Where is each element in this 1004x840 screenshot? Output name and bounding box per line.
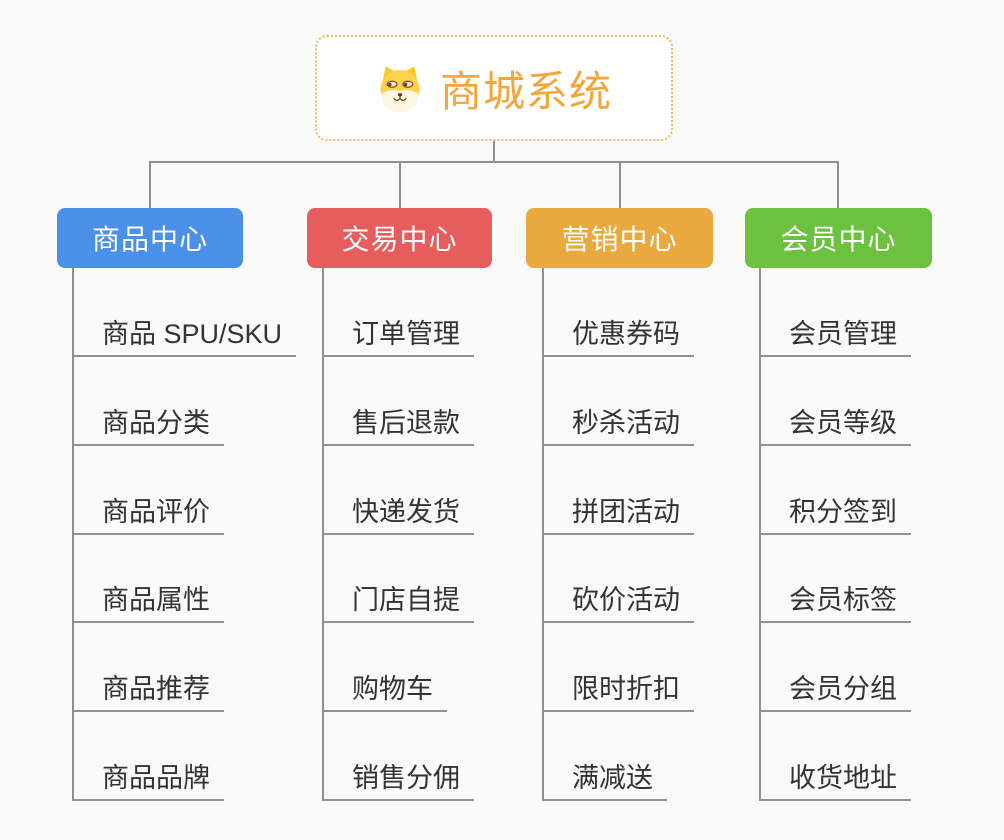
child-node[interactable]: 秒杀活动 <box>542 407 694 446</box>
branch-node-trade-center[interactable]: 交易中心 <box>307 208 492 268</box>
child-node[interactable]: 商品推荐 <box>72 673 224 712</box>
branch-node-member-center[interactable]: 会员中心 <box>745 208 932 268</box>
branch-label: 会员中心 <box>780 224 897 255</box>
child-node[interactable]: 砍价活动 <box>542 584 694 623</box>
branch-label: 交易中心 <box>341 224 458 255</box>
connector-root-stem <box>493 141 495 162</box>
branch-children-trade-center: 订单管理 售后退款 快递发货 门店自提 购物车 销售分佣 <box>322 268 622 808</box>
child-node[interactable]: 商品品牌 <box>72 762 224 801</box>
child-node[interactable]: 优惠券码 <box>542 318 694 357</box>
root-node[interactable]: 商城系统 <box>315 35 673 141</box>
child-node[interactable]: 拼团活动 <box>542 496 694 535</box>
branch-node-marketing-center[interactable]: 营销中心 <box>526 208 713 268</box>
child-node[interactable]: 收货地址 <box>759 762 911 801</box>
child-node[interactable]: 商品分类 <box>72 407 224 446</box>
child-node[interactable]: 订单管理 <box>322 318 474 357</box>
child-node[interactable]: 会员分组 <box>759 673 911 712</box>
child-node[interactable]: 会员等级 <box>759 407 911 446</box>
connector-bus <box>149 161 839 163</box>
child-node[interactable]: 积分签到 <box>759 496 911 535</box>
connector-drop-1 <box>149 161 151 208</box>
branch-label: 营销中心 <box>561 224 678 255</box>
branch-children-member-center: 会员管理 会员等级 积分签到 会员标签 会员分组 收货地址 <box>759 268 1004 808</box>
root-title: 商城系统 <box>439 67 612 115</box>
child-node[interactable]: 商品评价 <box>72 496 224 535</box>
child-node[interactable]: 售后退款 <box>322 407 474 446</box>
child-node[interactable]: 商品属性 <box>72 584 224 623</box>
child-node[interactable]: 会员管理 <box>759 318 911 357</box>
branch-children-product-center: 商品 SPU/SKU 商品分类 商品评价 商品属性 商品推荐 商品品牌 <box>72 268 372 808</box>
branch-node-product-center[interactable]: 商品中心 <box>57 208 243 268</box>
child-node[interactable]: 门店自提 <box>322 584 474 623</box>
child-node[interactable]: 销售分佣 <box>322 762 474 801</box>
connector-drop-2 <box>399 161 401 208</box>
child-node[interactable]: 会员标签 <box>759 584 911 623</box>
child-node[interactable]: 快递发货 <box>322 496 474 535</box>
child-node[interactable]: 购物车 <box>322 673 447 712</box>
connector-drop-3 <box>619 161 621 208</box>
branch-children-marketing-center: 优惠券码 秒杀活动 拼团活动 砍价活动 限时折扣 满减送 <box>542 268 842 808</box>
child-node[interactable]: 限时折扣 <box>542 673 694 712</box>
shiba-dog-icon <box>376 64 424 113</box>
connector-drop-4 <box>837 161 839 208</box>
child-node[interactable]: 满减送 <box>542 762 667 801</box>
child-node[interactable]: 商品 SPU/SKU <box>72 318 297 357</box>
branch-label: 商品中心 <box>91 224 208 255</box>
